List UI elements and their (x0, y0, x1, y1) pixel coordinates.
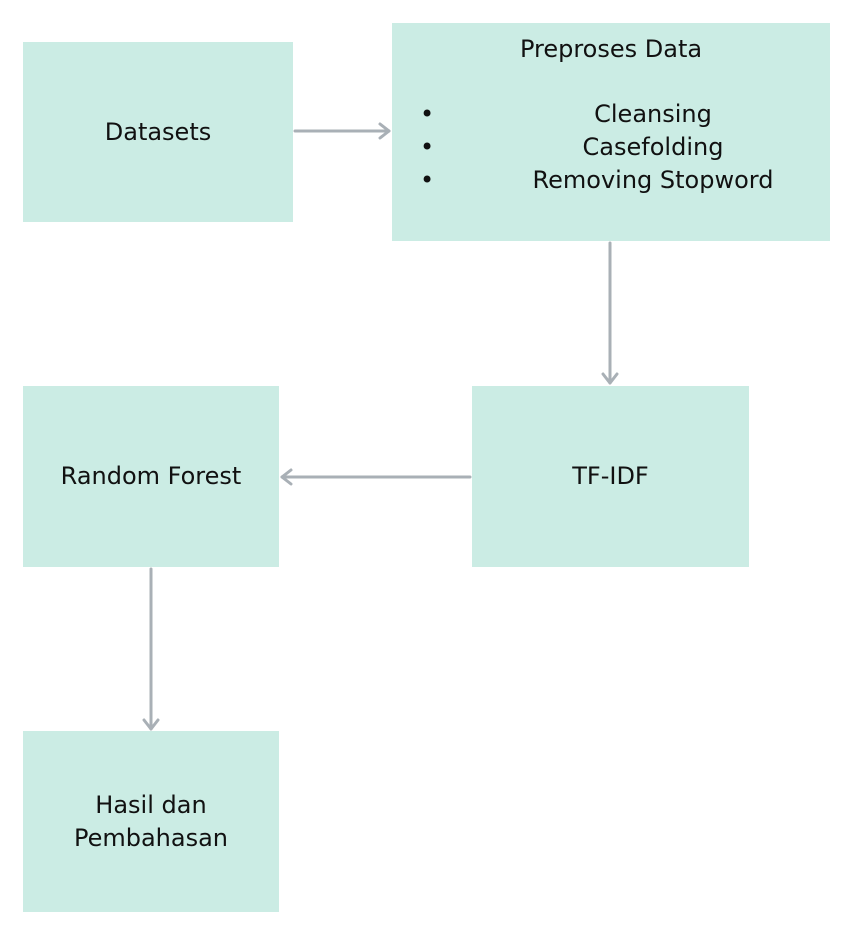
edge-datasets-to-preproses (293, 122, 391, 140)
node-preproses-data: Preproses Data • Cleansing • Casefolding… (392, 23, 830, 241)
bullet-icon: • (420, 133, 435, 161)
node-random-forest-label: Random Forest (60, 462, 242, 490)
bullet-icon: • (420, 166, 435, 194)
preproses-step-item: • Casefolding (392, 131, 830, 164)
node-random-forest: Random Forest (23, 386, 279, 567)
edge-random-forest-to-hasil (142, 567, 160, 731)
preproses-step-label: Removing Stopword (532, 166, 774, 194)
node-tf-idf: TF-IDF (472, 386, 749, 567)
preproses-step-list: • Cleansing • Casefolding • Removing Sto… (392, 98, 830, 197)
preproses-step-item: • Removing Stopword (392, 164, 830, 197)
node-hasil-dan-pembahasan: Hasil dan Pembahasan (23, 731, 279, 912)
node-datasets-label: Datasets (104, 117, 212, 146)
edge-preproses-to-tfidf (601, 241, 619, 385)
edge-tfidf-to-random-forest (280, 468, 472, 486)
preproses-step-label: Casefolding (582, 133, 724, 161)
node-tf-idf-label: TF-IDF (572, 462, 649, 490)
preproses-step-item: • Cleansing (392, 98, 830, 131)
bullet-icon: • (420, 100, 435, 128)
preproses-step-label: Cleansing (594, 100, 712, 128)
node-hasil-label: Hasil dan Pembahasan (73, 790, 229, 852)
node-preproses-title: Preproses Data (519, 35, 703, 63)
node-datasets: Datasets (23, 42, 293, 222)
